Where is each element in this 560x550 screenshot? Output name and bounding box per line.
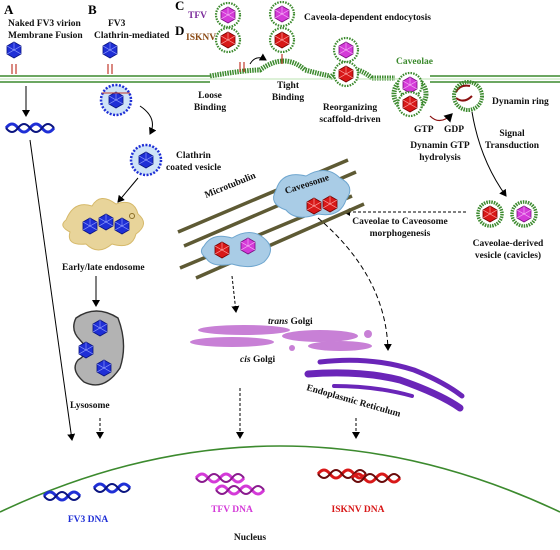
endoplasmic-reticulum-icon — [304, 357, 465, 412]
panel-label-d: D — [175, 23, 184, 38]
endosome-icon — [62, 198, 144, 251]
loose-binding-arrows-icon — [239, 53, 267, 72]
dynamin-hydrolysis-label-line1: Dynamin GTP — [410, 141, 470, 151]
tfv-legend-label: TFV — [188, 11, 207, 21]
golgi-apparatus-icon — [190, 325, 372, 351]
isknv-virion-icon — [334, 62, 358, 86]
lysosome-icon — [73, 310, 125, 386]
fusion-arrows-icon — [11, 64, 17, 74]
isknv-legend-label: ISKNV — [186, 33, 216, 43]
cavicles-icon — [476, 200, 538, 228]
loose-binding-label-line1: Loose — [198, 91, 222, 101]
clathrin-vesicle-label-line1: Clathrin — [176, 151, 212, 161]
arrow-icon — [117, 177, 139, 203]
cavicles-label-line2: vesicle (cavicles) — [475, 250, 541, 261]
fv3-dna-label: FV3 DNA — [68, 515, 109, 525]
nuclear-envelope — [0, 445, 560, 513]
panel-a-title-line1: Naked FV3 virion — [8, 19, 82, 29]
tight-binding-label-line1: Tight — [277, 81, 300, 91]
clathrin-coated-vesicle-icon — [129, 143, 163, 177]
nucleus-label: Nucleus — [234, 533, 267, 543]
tight-binding-label-line2: Binding — [272, 93, 304, 103]
cis-golgi-word: Golgi — [253, 355, 276, 365]
fv3-virion-icon — [6, 41, 22, 59]
gtp-label: GTP — [414, 125, 434, 135]
fv3-dna-icon — [42, 482, 132, 502]
cis-golgi-label: cis Golgi — [240, 355, 275, 365]
loose-binding-label-line2: Binding — [194, 103, 226, 113]
morphogenesis-label-line1: Caveolae to Caveosome — [352, 217, 448, 227]
reorganizing-label-line1: Reorganizing — [323, 103, 378, 113]
binding-arrows-icon — [107, 64, 113, 74]
trans-golgi-label: trans Golgi — [268, 317, 313, 327]
lysosome-label: Lysosome — [70, 401, 110, 411]
panel-a-title-line2: Membrane Fusion — [8, 31, 83, 41]
panel-b-title-line2: Clathrin-mediated — [94, 31, 170, 41]
cavicles-label-line1: Caveolae-derived — [473, 239, 544, 249]
panel-label-a: A — [4, 2, 14, 17]
isknv-dna-label: ISKNV DNA — [332, 505, 385, 515]
reorganizing-label-line2: scaffold-driven — [319, 115, 381, 125]
isknv-dna-icon — [316, 468, 402, 484]
arrow-icon — [471, 111, 507, 197]
caveola-pit-icon — [398, 73, 422, 116]
tfv-dna-icon — [194, 472, 266, 496]
tfv-virion-icon — [216, 3, 240, 27]
arrow-icon — [29, 139, 76, 441]
panel-label-b: B — [88, 2, 97, 17]
panel-b-title-line1: FV3 — [108, 19, 126, 29]
caveolae-label: Caveolae — [396, 57, 433, 67]
isknv-virion-icon — [270, 28, 294, 52]
caveosome-vesicle-icon — [200, 232, 271, 268]
gtp-arrow-icon — [429, 113, 453, 123]
microtubulin-label: Microtubulin — [203, 171, 258, 201]
clathrin-vesicle-label-line2: coated vesicle — [166, 163, 221, 173]
clathrin-pit-icon — [99, 83, 133, 117]
tfv-virion-icon — [270, 2, 294, 26]
panel-label-c: C — [175, 0, 184, 13]
cis-golgi-italic: cis — [240, 355, 251, 365]
tfv-virion-icon — [334, 38, 358, 62]
arrow-icon — [139, 105, 157, 135]
gdp-label: GDP — [444, 125, 464, 135]
fv3-virion-icon — [102, 41, 118, 59]
arrow-icon — [231, 275, 240, 313]
signal-transduction-label-line2: Transduction — [485, 141, 540, 151]
dynamin-ring-label: Dynamin ring — [492, 97, 549, 107]
trans-golgi-italic: trans — [268, 317, 288, 327]
arrow-icon — [317, 217, 392, 351]
dynamin-ring-icon — [452, 80, 484, 112]
fv3-dna-cytoplasm-icon — [4, 122, 56, 134]
trans-golgi-word: Golgi — [290, 317, 313, 327]
isknv-virion-icon — [216, 28, 240, 52]
dynamin-hydrolysis-label-line2: hydrolysis — [419, 153, 461, 163]
caveola-endocytosis-label: Caveola-dependent endocytosis — [304, 13, 431, 23]
morphogenesis-label-line2: morphogenesis — [370, 229, 431, 239]
caveosome-icon — [273, 170, 351, 218]
endosome-label: Early/late endosome — [62, 263, 145, 273]
signal-transduction-label-line1: Signal — [499, 129, 525, 139]
tfv-dna-label: TFV DNA — [211, 505, 253, 515]
